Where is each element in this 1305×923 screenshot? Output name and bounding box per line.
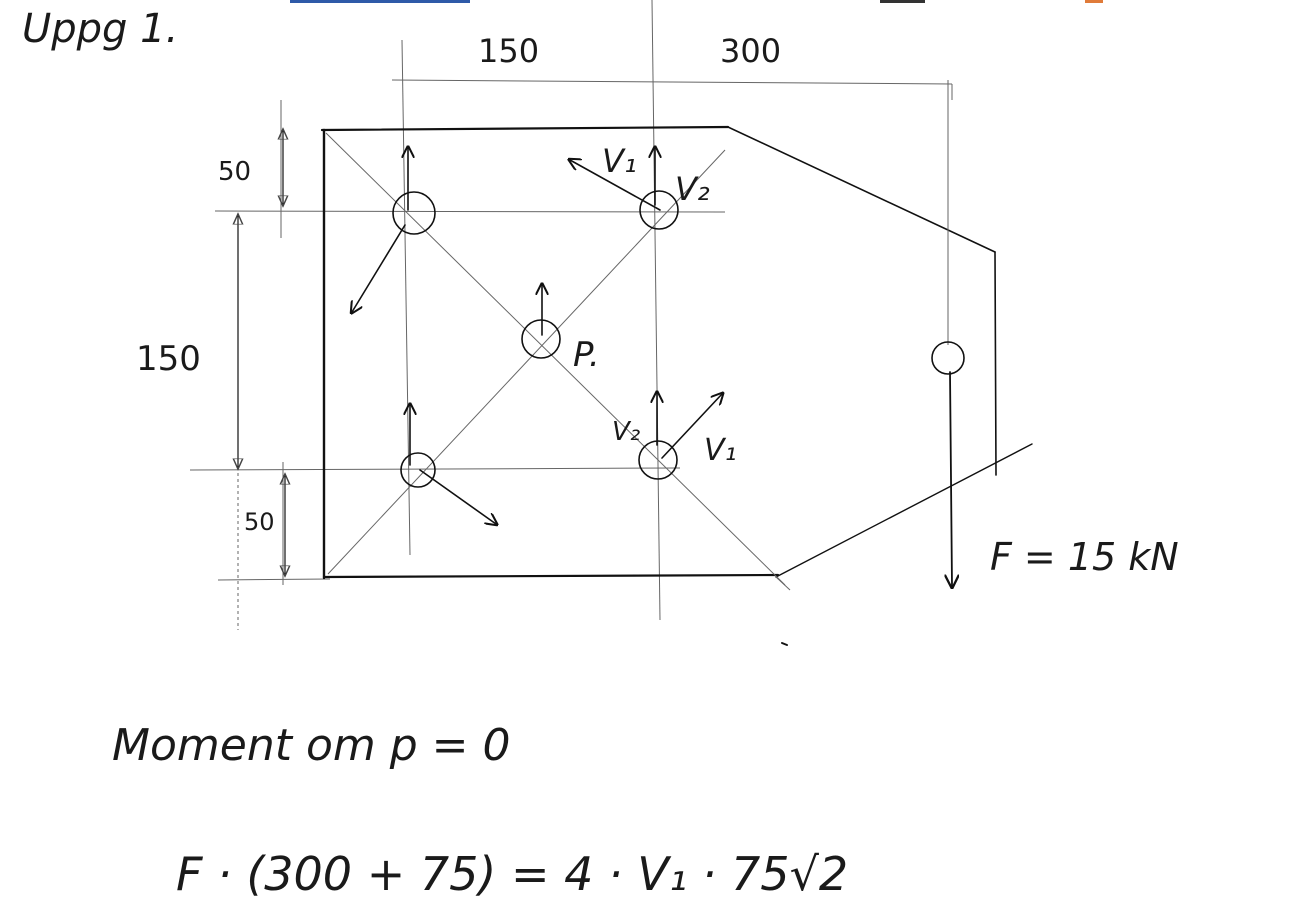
equation-moment: Moment om p = 0 <box>112 720 510 771</box>
bolt-bottom-right: V₂ V₁ <box>612 393 737 480</box>
bolt-top-left <box>352 148 436 312</box>
dim-150-left: 150 <box>136 339 201 379</box>
label-force: F = 15 kN <box>990 535 1179 579</box>
dim-50-bottom: 50 <box>244 508 275 536</box>
label-v2-top: V₂ <box>675 170 710 208</box>
title: Uppg 1. <box>22 6 178 52</box>
equation-balance: F · (300 + 75) = 4 · V₁ · 75√2 <box>176 847 848 901</box>
stray-mark <box>781 642 788 646</box>
dim-300-top: 300 <box>720 32 781 70</box>
top-strip-blue <box>290 0 470 3</box>
top-strip-orange <box>1085 0 1103 3</box>
label-p: P. <box>573 335 600 375</box>
bolt-top-right: V₁ V₂ <box>570 142 710 230</box>
bolt-bottom-left <box>400 405 496 524</box>
diagonals <box>325 132 786 586</box>
label-v1-bottom: V₁ <box>704 433 737 468</box>
center-point-p: P. <box>521 285 600 375</box>
top-dimension: 150 300 <box>391 32 953 100</box>
left-dimensions: 50 150 50 <box>136 100 285 585</box>
load-force: F = 15 kN <box>931 80 1179 586</box>
dim-50-top: 50 <box>218 157 251 187</box>
label-v1-top: V₁ <box>602 142 637 180</box>
dim-150-top: 150 <box>478 32 539 70</box>
top-strip-dark <box>880 0 925 3</box>
vertical-guides <box>237 0 661 630</box>
label-v2-bottom: V₂ <box>612 417 640 447</box>
